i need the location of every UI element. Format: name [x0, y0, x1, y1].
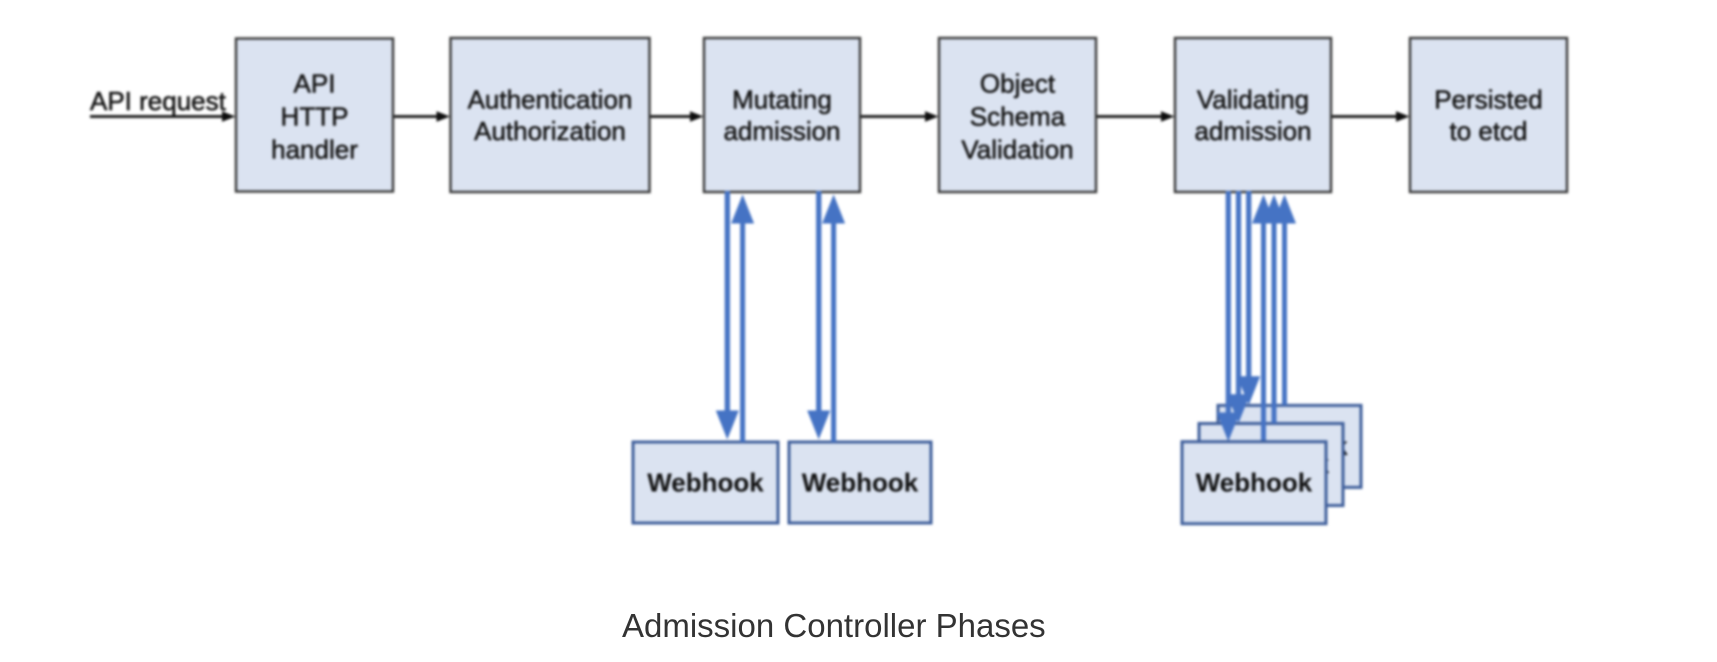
svg-text:to etcd: to etcd — [1449, 116, 1527, 146]
svg-text:handler: handler — [271, 134, 358, 164]
svg-text:Webhook: Webhook — [647, 468, 764, 498]
svg-text:Webhook: Webhook — [1196, 468, 1313, 498]
svg-text:Authentication: Authentication — [468, 85, 633, 115]
svg-text:Schema: Schema — [970, 102, 1066, 132]
svg-text:Persisted: Persisted — [1434, 85, 1542, 115]
svg-text:admission: admission — [1194, 116, 1311, 146]
svg-text:Validating: Validating — [1197, 85, 1309, 115]
svg-text:Mutating: Mutating — [732, 85, 832, 115]
svg-text:Webhook: Webhook — [802, 468, 919, 498]
svg-text:Validation: Validation — [961, 134, 1073, 164]
svg-text:Authorization: Authorization — [474, 116, 626, 146]
svg-text:HTTP: HTTP — [281, 102, 349, 132]
svg-text:admission: admission — [723, 116, 840, 146]
svg-text:API request: API request — [90, 86, 227, 116]
svg-text:Object: Object — [980, 69, 1056, 99]
svg-text:API: API — [294, 69, 336, 99]
